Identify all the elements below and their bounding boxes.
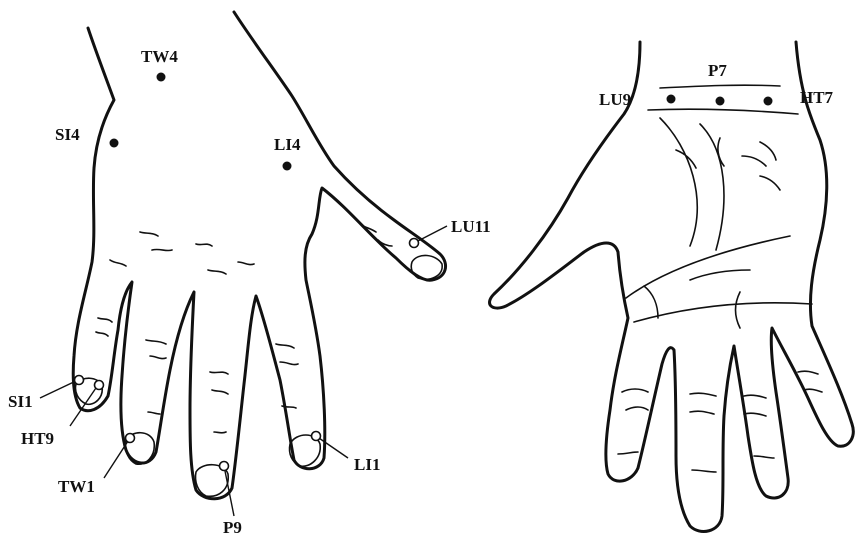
si4-point-marker [110, 139, 119, 148]
li1-point-marker [312, 432, 321, 441]
lu11-point-marker [410, 239, 419, 248]
p7-point-marker [716, 97, 725, 106]
palm-creases [626, 118, 812, 328]
palmar-point-markers [667, 95, 773, 106]
p9-label: P9 [223, 518, 242, 537]
tw1-label: TW1 [58, 477, 95, 496]
li4-point-marker [283, 162, 292, 171]
li4-label: LI4 [274, 135, 301, 154]
tw4-label: TW4 [141, 47, 178, 66]
si1-label: SI1 [8, 392, 33, 411]
tw1-point-marker [126, 434, 135, 443]
ht9-point-marker [95, 381, 104, 390]
ht7-label: HT7 [800, 88, 834, 107]
ht7-point-marker [764, 97, 773, 106]
tw1-leader-line [104, 438, 130, 478]
dorsal-hand-outline [73, 12, 445, 499]
dorsal-point-markers [75, 73, 419, 471]
dorsal-point-labels: TW4 SI4 LI4 LU11 SI1 HT9 TW1 P9 LI1 [8, 47, 491, 537]
palmar-hand-outline [490, 42, 854, 531]
dorsal-leader-lines [40, 226, 447, 516]
wrist-crease-upper [660, 85, 780, 88]
dorsal-knuckle-lines [96, 224, 392, 433]
si1-leader-line [40, 380, 78, 398]
li1-label: LI1 [354, 455, 380, 474]
tw4-point-marker [157, 73, 166, 82]
lu11-leader-line [414, 226, 447, 243]
ht9-label: HT9 [21, 429, 54, 448]
palmar-hand-figure [490, 42, 854, 531]
si4-label: SI4 [55, 125, 80, 144]
lu11-thumbnail [411, 255, 442, 279]
p9-point-marker [220, 462, 229, 471]
lu11-label: LU11 [451, 217, 491, 236]
lu9-label: LU9 [599, 90, 631, 109]
lu9-point-marker [667, 95, 676, 104]
p7-label: P7 [708, 61, 727, 80]
wrist-crease-lower [648, 109, 798, 114]
dorsal-hand-figure [73, 12, 445, 499]
si1-point-marker [75, 376, 84, 385]
